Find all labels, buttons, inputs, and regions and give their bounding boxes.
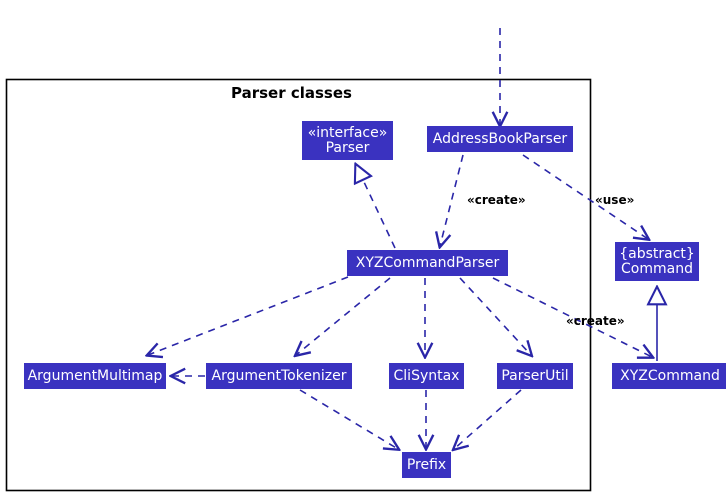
class-stereotype: {abstract} — [619, 245, 695, 262]
class-name: ParserUtil — [501, 367, 569, 384]
class-name: Parser — [325, 139, 370, 156]
class-name: ArgumentTokenizer — [211, 367, 347, 384]
edge-xyzcommandparser-creates-xyzcommand — [492, 277, 652, 357]
package-frame — [5, 78, 592, 492]
edge-label-create-addressbookparser-xyzcommandparser: «create» — [467, 193, 526, 207]
class-box-parser[interactable]: «interface» Parser — [302, 121, 393, 160]
class-name: XYZCommandParser — [355, 254, 500, 271]
edge-argumenttokenizer-to-prefix — [299, 389, 398, 449]
edge-label-create-xyzcommandparser-xyzcommand: «create» — [566, 314, 625, 328]
class-name: ArgumentMultimap — [27, 367, 163, 384]
edge-xyzcommandparser-to-argumentmultimap — [148, 276, 349, 355]
class-name: AddressBookParser — [432, 130, 568, 147]
edge-xyzcommandparser-realizes-parser — [356, 165, 396, 249]
class-box-argument-tokenizer[interactable]: ArgumentTokenizer — [206, 363, 352, 389]
class-box-prefix[interactable]: Prefix — [402, 452, 451, 478]
edge-xyzcommandparser-to-argumenttokenizer — [296, 277, 391, 355]
class-box-xyz-command[interactable]: XYZCommand — [612, 363, 726, 389]
edge-label-use-addressbookparser-command: «use» — [595, 193, 635, 207]
class-box-parser-util[interactable]: ParserUtil — [497, 363, 573, 389]
class-name: CliSyntax — [393, 367, 460, 384]
class-name: Command — [621, 260, 693, 277]
package-frame-title: Parser classes — [231, 84, 352, 102]
class-box-command[interactable]: {abstract} Command — [615, 242, 699, 281]
class-box-xyz-command-parser[interactable]: XYZCommandParser — [347, 250, 508, 276]
edge-parserutil-to-prefix — [454, 389, 522, 449]
class-box-address-book-parser[interactable]: AddressBookParser — [427, 126, 573, 152]
class-stereotype: «interface» — [307, 124, 388, 141]
class-box-argument-multimap[interactable]: ArgumentMultimap — [24, 363, 166, 389]
edge-xyzcommandparser-to-parserutil — [459, 277, 531, 355]
class-box-cli-syntax[interactable]: CliSyntax — [389, 363, 464, 389]
class-name: Prefix — [406, 456, 447, 473]
edge-addressbookparser-creates-xyzcommandparser — [440, 154, 464, 246]
class-name: XYZCommand — [620, 367, 720, 384]
